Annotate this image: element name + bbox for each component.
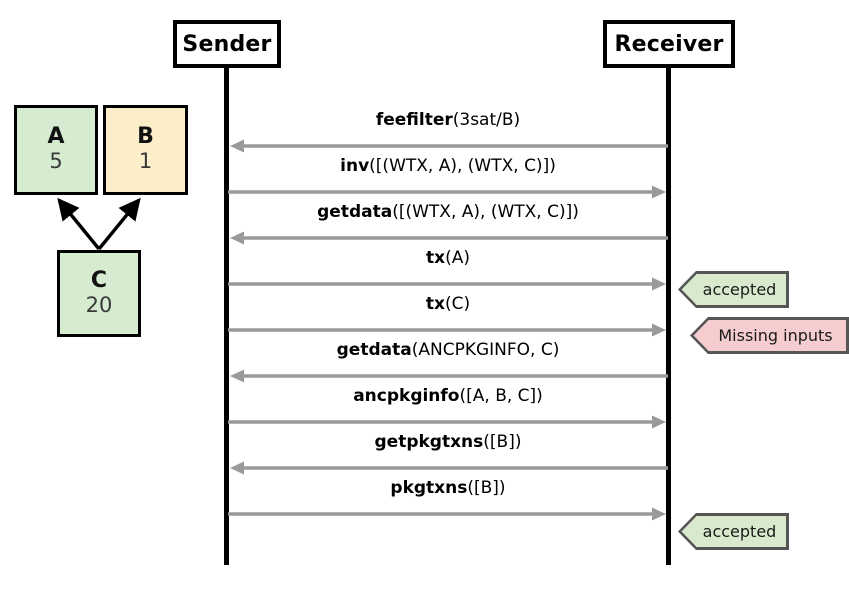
tx-box-b[interactable]: B 1 [103, 105, 188, 195]
message-row-5: tx(C) [228, 294, 668, 340]
tx-box-a-label: A [47, 124, 65, 150]
message-args-7: ([A, B, C]) [459, 386, 543, 406]
message-row-6: getdata(ANCPKGINFO, C) [228, 340, 668, 386]
message-arrow-8[interactable] [228, 460, 668, 476]
message-command-8: getpkgtxns [374, 432, 484, 452]
tx-box-c[interactable]: C 20 [57, 250, 141, 337]
message-label-5: tx(C) [228, 294, 668, 314]
message-arrow-1[interactable] [228, 138, 668, 154]
lifeline-sender [224, 67, 229, 565]
participant-receiver-label: Receiver [614, 31, 724, 57]
message-args-2: ([(WTX, A), (WTX, C)]) [369, 156, 556, 176]
message-command-7: ancpkginfo [353, 386, 460, 406]
tx-edge-c-to-a [57, 197, 101, 251]
status-badge-accepted-2: accepted [678, 513, 789, 550]
message-command-5: tx [425, 294, 445, 314]
message-label-7: ancpkginfo([A, B, C]) [228, 386, 668, 406]
tx-box-a-value: 5 [49, 149, 63, 174]
status-badge-accepted-1-label: accepted [702, 280, 777, 299]
participant-sender[interactable]: Sender [173, 20, 281, 68]
message-args-4: (A) [445, 248, 470, 268]
status-badge-accepted-2-label: accepted [702, 522, 777, 541]
message-arrow-7[interactable] [228, 414, 668, 430]
tx-edge-c-to-b [97, 197, 141, 251]
message-label-8: getpkgtxns([B]) [228, 432, 668, 452]
lifeline-receiver [666, 67, 671, 565]
message-label-1: feefilter(3sat/B) [228, 110, 668, 130]
message-command-9: pkgtxns [390, 478, 468, 498]
status-badge-missing-inputs-label: Missing inputs [718, 326, 833, 345]
message-command-2: inv [340, 156, 370, 176]
message-command-6: getdata [336, 340, 412, 360]
message-arrow-9[interactable] [228, 506, 668, 522]
message-arrow-4[interactable] [228, 276, 668, 292]
message-command-3: getdata [317, 202, 393, 222]
message-row-9: pkgtxns([B]) [228, 478, 668, 524]
message-row-4: tx(A) [228, 248, 668, 294]
tx-box-c-label: C [90, 267, 108, 293]
message-arrow-3[interactable] [228, 230, 668, 246]
tx-box-b-value: 1 [138, 149, 153, 174]
tx-box-a[interactable]: A 5 [14, 105, 98, 195]
message-args-5: (C) [444, 294, 471, 314]
message-args-1: (3sat/B) [452, 110, 521, 130]
message-row-8: getpkgtxns([B]) [228, 432, 668, 478]
tx-box-c-value: 20 [85, 292, 113, 317]
status-badge-accepted-1: accepted [678, 271, 789, 308]
message-row-7: ancpkginfo([A, B, C]) [228, 386, 668, 432]
message-command-4: tx [426, 248, 446, 268]
message-arrow-2[interactable] [228, 184, 668, 200]
message-args-3: ([(WTX, A), (WTX, C)]) [392, 202, 579, 222]
message-args-6: (ANCPKGINFO, C) [411, 340, 560, 360]
message-args-9: ([B]) [467, 478, 506, 498]
participant-sender-label: Sender [182, 31, 272, 57]
message-args-8: ([B]) [483, 432, 522, 452]
message-command-1: feefilter [375, 110, 453, 130]
message-arrow-6[interactable] [228, 368, 668, 384]
message-label-3: getdata([(WTX, A), (WTX, C)]) [228, 202, 668, 222]
message-label-6: getdata(ANCPKGINFO, C) [228, 340, 668, 360]
message-label-2: inv([(WTX, A), (WTX, C)]) [228, 156, 668, 176]
message-row-2: inv([(WTX, A), (WTX, C)]) [228, 156, 668, 202]
message-row-3: getdata([(WTX, A), (WTX, C)]) [228, 202, 668, 248]
message-label-4: tx(A) [228, 248, 668, 268]
tx-box-b-label: B [137, 124, 154, 150]
participant-receiver[interactable]: Receiver [603, 20, 735, 68]
message-label-9: pkgtxns([B]) [228, 478, 668, 498]
message-row-1: feefilter(3sat/B) [228, 110, 668, 156]
status-badge-missing-inputs: Missing inputs [690, 317, 849, 354]
message-arrow-5[interactable] [228, 322, 668, 338]
